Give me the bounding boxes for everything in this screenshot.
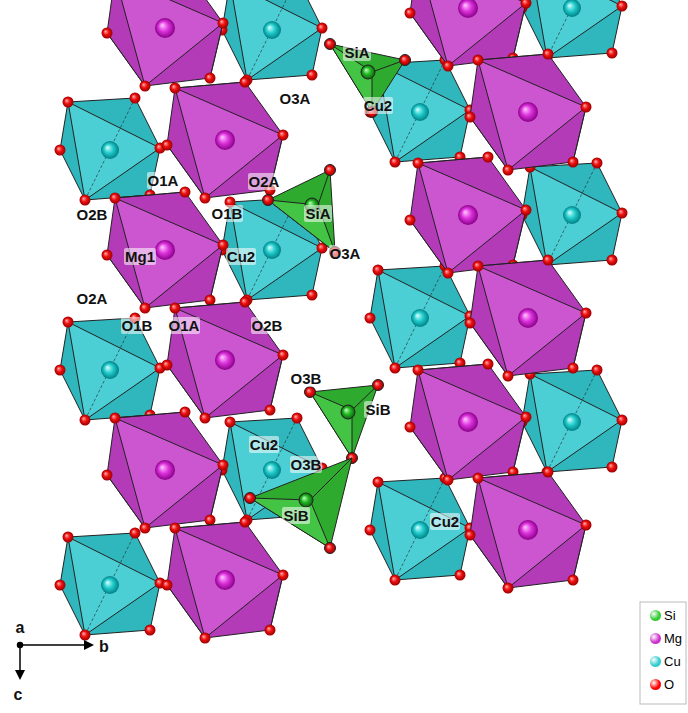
axis-label: b [98, 638, 110, 655]
legend-text: Mg [664, 631, 682, 646]
atom-label: O2A [76, 290, 109, 307]
legend-swatch [650, 610, 661, 621]
legend-swatch [650, 656, 661, 667]
atom-label: O2B [76, 206, 109, 223]
atom-label: O2A [248, 173, 281, 190]
legend-swatch [650, 679, 661, 690]
atom-label: Cu2 [226, 248, 256, 265]
atom-label: O1A [147, 172, 180, 189]
atom-label: SiA [343, 44, 370, 61]
atom-label: Mg1 [124, 248, 156, 265]
atom-label: SiA [304, 205, 331, 222]
axis-label: a [15, 619, 26, 636]
atom-label: O3B [290, 456, 323, 473]
atom-label: O3B [290, 370, 323, 387]
legend-text: Si [664, 608, 676, 623]
atom-label: O1B [211, 205, 244, 222]
atom-label: SiB [282, 507, 309, 524]
legend-text: O [664, 677, 674, 692]
legend-swatch [650, 633, 661, 644]
atom-label: Cu2 [430, 513, 460, 530]
atom-label: O3A [279, 90, 312, 107]
legend-text: Cu [664, 654, 681, 669]
atom-label: Cu2 [249, 436, 279, 453]
atom-label: SiB [364, 401, 391, 418]
atom-label: Cu2 [363, 97, 393, 114]
atom-label: O1A [168, 317, 201, 334]
atom-label: O1B [121, 317, 154, 334]
atom-label: O3A [329, 245, 362, 262]
axis-label: c [13, 686, 24, 703]
atom-label: O2B [251, 317, 284, 334]
